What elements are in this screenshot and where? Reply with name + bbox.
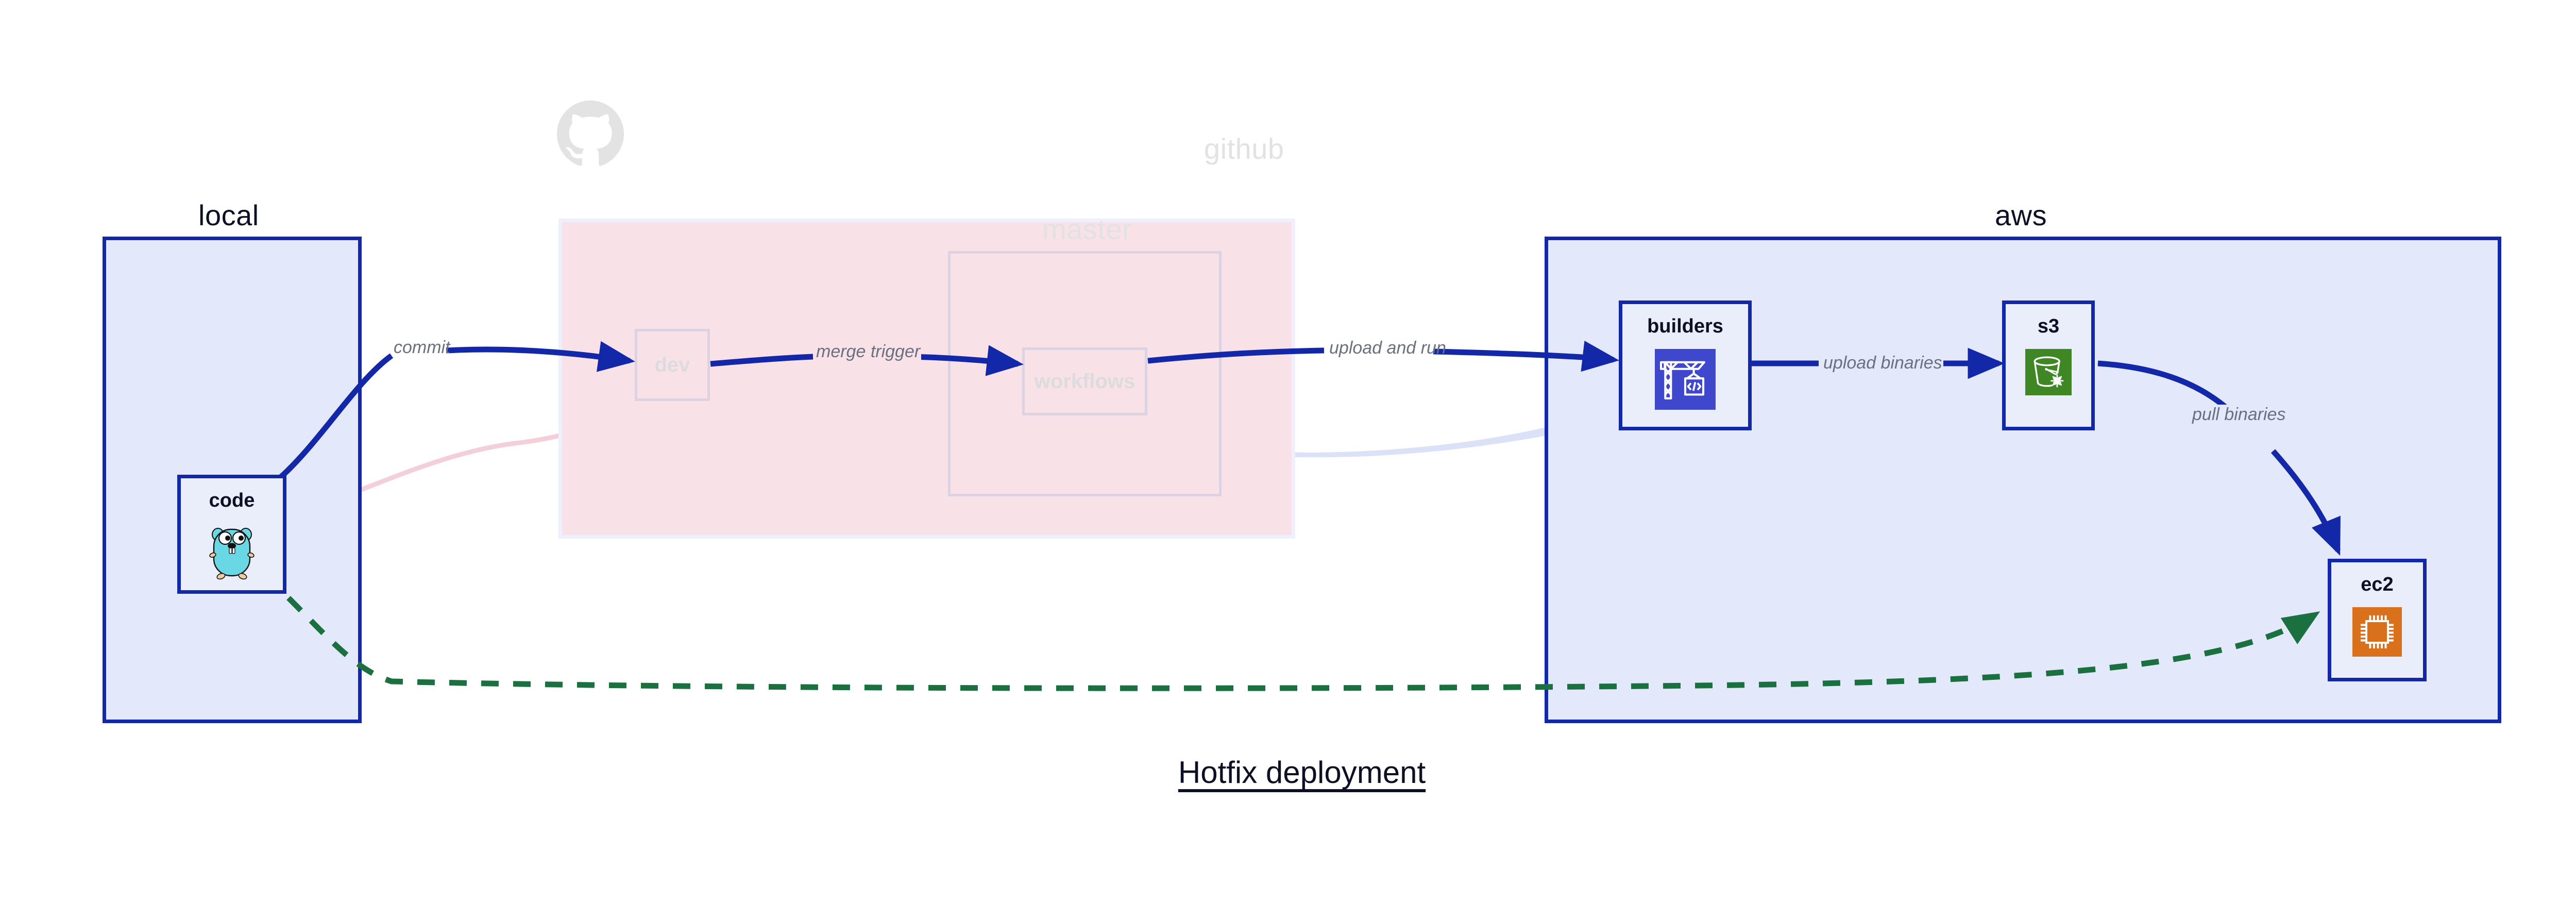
go-gopher-icon — [205, 523, 259, 581]
edge-label-merge-trigger: merge trigger — [815, 342, 922, 362]
aws-ec2-icon — [2352, 607, 2402, 659]
aws-codebuild-icon — [1655, 349, 1716, 412]
edge-label-pull-binaries: pull binaries — [2191, 405, 2287, 425]
node-s3[interactable]: s3 — [2002, 300, 2095, 430]
node-label-code: code — [209, 490, 255, 511]
edge-label-commit: commit — [394, 338, 450, 357]
node-label-ec2: ec2 — [2361, 574, 2394, 595]
node-label-builders: builders — [1647, 315, 1723, 337]
node-ec2[interactable]: ec2 — [2328, 559, 2427, 681]
branch-label-master: master — [1042, 213, 1132, 245]
node-workflows[interactable]: workflows — [1022, 347, 1147, 415]
node-dev[interactable]: dev — [635, 329, 710, 401]
node-builders[interactable]: builders — [1619, 300, 1752, 430]
node-label-s3: s3 — [2037, 315, 2060, 337]
cluster-label-aws: aws — [1995, 199, 2047, 231]
node-label-dev: dev — [654, 353, 690, 376]
cluster-label-local: local — [198, 199, 259, 231]
figure-caption: Hotfix deployment — [1178, 755, 1426, 790]
cluster-label-github: github — [1204, 132, 1284, 165]
node-code[interactable]: code — [177, 475, 286, 594]
node-label-workflows: workflows — [1034, 370, 1136, 393]
github-logo-icon — [557, 101, 624, 166]
edge-label-upload-and-run: upload and run — [1329, 338, 1446, 358]
aws-s3-glacier-icon — [2025, 349, 2072, 398]
edge-label-upload-binaries: upload binaries — [1822, 353, 1943, 373]
